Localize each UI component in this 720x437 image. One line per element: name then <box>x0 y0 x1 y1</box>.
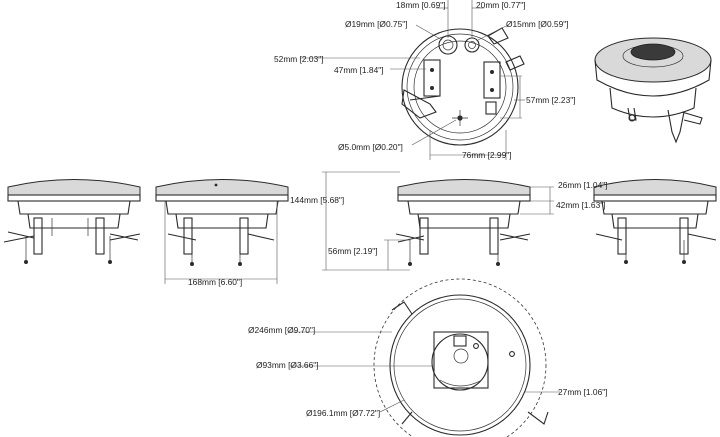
dim-196mm-diameter: Ø196.1mm [Ø7.72"] <box>306 408 380 418</box>
side-view-1 <box>3 179 141 264</box>
dim-42mm: 42mm [1.63"] <box>556 200 606 210</box>
dim-76mm: 76mm [2.99"] <box>462 150 512 160</box>
dim-168mm: 168mm [6.60"] <box>188 277 242 287</box>
dim-57mm: 57mm [2.23"] <box>526 95 576 105</box>
dim-5mm-diameter: Ø5.0mm [Ø0.20"] <box>338 142 403 152</box>
bottom-view <box>290 278 560 437</box>
dim-15mm-diameter: Ø15mm [Ø0.59"] <box>506 19 569 29</box>
dim-19mm-diameter: Ø19mm [Ø0.75"] <box>345 19 408 29</box>
dim-52mm: 52mm [2.03"] <box>274 54 324 64</box>
side-view-2 <box>155 179 289 284</box>
dim-20mm: 20mm [0.77"] <box>476 0 526 10</box>
dim-27mm: 27mm [1.06"] <box>558 387 608 397</box>
side-view-3 <box>322 171 554 271</box>
dim-93mm-diameter: Ø93mm [Ø3.66"] <box>256 360 319 370</box>
dimension-labels: 18mm [0.69"] 20mm [0.77"] Ø19mm [Ø0.75"]… <box>188 0 608 418</box>
dim-18mm: 18mm [0.69"] <box>396 0 446 10</box>
side-view-4 <box>593 179 717 264</box>
dim-56mm: 56mm [2.19"] <box>328 246 378 256</box>
top-view-base <box>401 27 525 146</box>
top-view-dim-lines <box>300 0 525 160</box>
dim-144mm: 144mm [5.68"] <box>290 195 344 205</box>
dim-47mm: 47mm [1.84"] <box>334 65 384 75</box>
dim-26mm: 26mm [1.04"] <box>558 180 608 190</box>
dim-246mm-diameter: Ø246mm [Ø9.70"] <box>248 325 315 335</box>
isometric-view <box>594 37 712 144</box>
